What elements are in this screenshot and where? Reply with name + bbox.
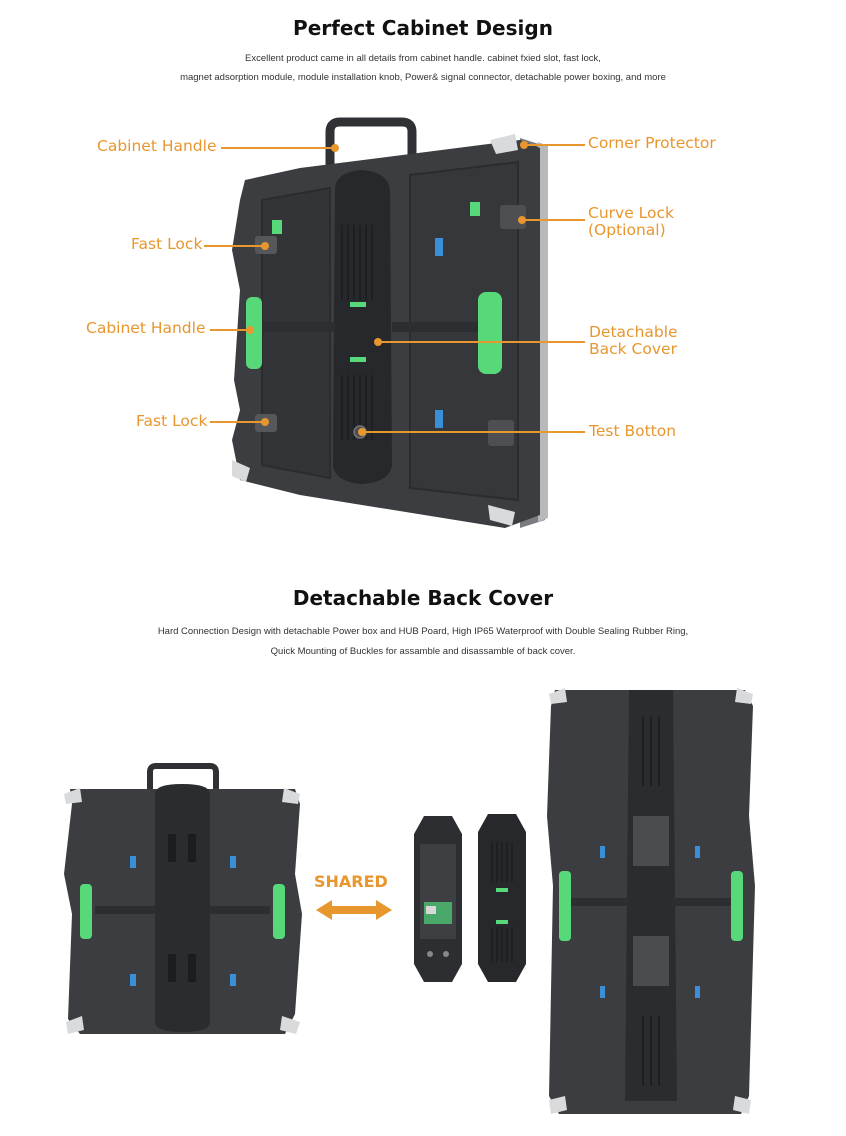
double-arrow-icon bbox=[316, 900, 392, 920]
back-cover-closed-illustration bbox=[478, 814, 526, 982]
cabinet-left-illustration bbox=[64, 763, 302, 1034]
cabinet-tall-illustration bbox=[547, 688, 755, 1114]
section2-desc-line2: Quick Mounting of Buckles for assamble a… bbox=[270, 646, 576, 657]
callout-curve-lock-line1: Curve Lock bbox=[588, 204, 674, 222]
callout-fast-lock-bottom: Fast Lock bbox=[136, 412, 208, 430]
section1-title: Perfect Cabinet Design bbox=[293, 16, 553, 40]
shared-label: SHARED bbox=[314, 872, 388, 891]
callout-test-button: Test Botton bbox=[589, 422, 677, 440]
callout-cabinet-handle-side: Cabinet Handle bbox=[86, 319, 206, 337]
callout-curve-lock-line2: (Optional) bbox=[588, 221, 666, 239]
callout-fast-lock-top: Fast Lock bbox=[131, 235, 203, 253]
section1-desc-line2: magnet adsorption module, module install… bbox=[180, 72, 666, 83]
callout-detachable-line1: Detachable bbox=[589, 323, 678, 341]
callout-corner-protector: Corner Protector bbox=[588, 134, 716, 152]
cabinet-back-illustration bbox=[204, 117, 585, 528]
callout-cabinet-handle-top: Cabinet Handle bbox=[97, 137, 217, 155]
back-cover-open-illustration bbox=[414, 816, 462, 982]
section2-desc-line1: Hard Connection Design with detachable P… bbox=[157, 626, 689, 637]
section1-desc-line1: Excellent product came in all details fr… bbox=[245, 53, 601, 64]
section2-title: Detachable Back Cover bbox=[292, 586, 554, 610]
callout-detachable-line2: Back Cover bbox=[589, 340, 677, 358]
